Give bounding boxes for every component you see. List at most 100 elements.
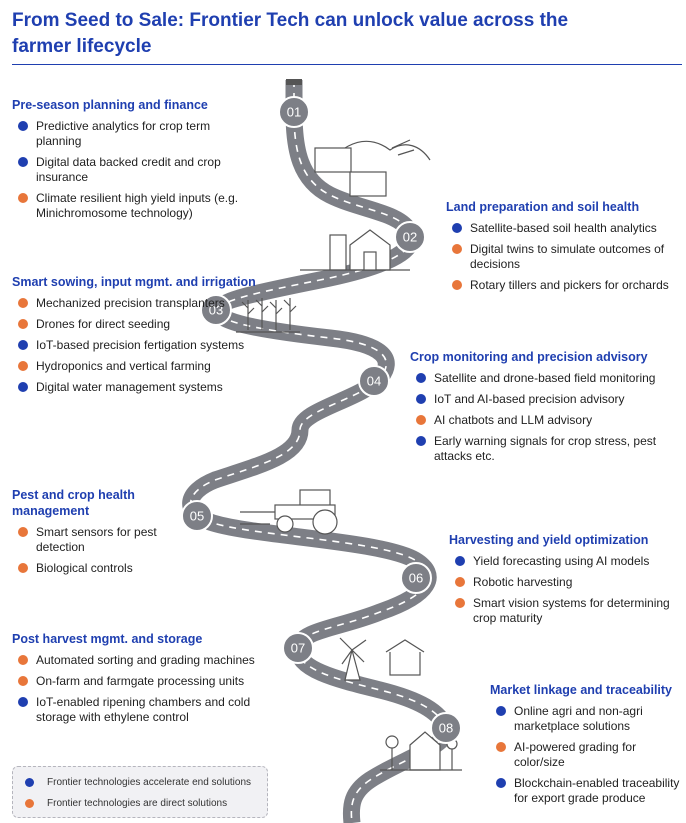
accelerate-solution-dot [18,340,28,350]
direct-solution-dot [455,598,465,608]
stage-item: Satellite and drone-based field monitori… [410,371,682,386]
stage-marker-number: 01 [287,105,301,120]
stage-item-list: Online agri and non-agri marketplace sol… [490,704,682,806]
stage-item: Smart sensors for pest detection [12,525,172,555]
stage-item-text: Robotic harvesting [473,575,573,589]
stage-item-text: Biological controls [36,561,133,575]
stage-item: Rotary tillers and pickers for orchards [446,278,682,293]
start-marker [286,79,302,85]
stage-item-text: Yield forecasting using AI models [473,554,650,568]
stage-item: Yield forecasting using AI models [449,554,682,569]
stage-item-text: Blockchain-enabled traceability for expo… [514,776,680,805]
legend-dot-accelerate [25,778,34,787]
direct-solution-dot [18,655,28,665]
stage-03: Smart sowing, input mgmt. and irrigation… [12,274,282,401]
seedlings-illustration [236,298,300,333]
stage-marker-circle [181,500,213,532]
stage-item-text: AI-powered grading for color/size [514,740,637,769]
stage-item-text: Predictive analytics for crop term plann… [36,119,211,148]
stage-item: Hydroponics and vertical farming [12,359,282,374]
direct-solution-dot [452,244,462,254]
stage-heading: Post harvest mgmt. and storage [12,632,203,646]
stage-item-text: Smart sensors for pest detection [36,525,157,554]
accelerate-solution-dot [18,697,28,707]
accelerate-solution-dot [18,382,28,392]
stage-item: Drones for direct seeding [12,317,282,332]
stage-item: Early warning signals for crop stress, p… [410,434,682,464]
stage-item-text: AI chatbots and LLM advisory [434,413,593,427]
stage-marker-08: 08 [430,712,462,744]
direct-solution-dot [416,415,426,425]
stage-item: IoT and AI-based precision advisory [410,392,682,407]
stage-item-list: Predictive analytics for crop term plann… [12,119,252,221]
stage-marker-number: 05 [190,509,204,524]
stage-item-text: Digital twins to simulate outcomes of de… [470,242,665,271]
stage-item: AI-powered grading for color/size [490,740,682,770]
direct-solution-dot [455,577,465,587]
stage-item-text: Online agri and non-agri marketplace sol… [514,704,643,733]
stage-marker-circle [282,632,314,664]
stage-item-list: Satellite and drone-based field monitori… [410,371,682,464]
legend-item-accelerate: Frontier technologies accelerate end sol… [25,777,251,788]
stage-marker-06: 06 [400,562,432,594]
direct-solution-dot [452,280,462,290]
stage-item-text: IoT-based precision fertigation systems [36,338,245,352]
stage-item: Automated sorting and grading machines [12,653,282,668]
stage-marker-circle [200,294,232,326]
stage-marker-04: 04 [358,365,390,397]
stage-heading: Crop monitoring and precision advisory [410,350,648,364]
stage-marker-number: 03 [209,303,223,318]
stage-item: Predictive analytics for crop term plann… [12,119,252,149]
stage-marker-03: 03 [200,294,232,326]
legend-item-direct: Frontier technologies are direct solutio… [25,798,227,809]
direct-solution-dot [18,319,28,329]
direct-solution-dot [18,563,28,573]
stage-item-text: Satellite and drone-based field monitori… [434,371,656,385]
stage-item-text: Mechanized precision transplanters [36,296,225,310]
windmill-illustration [339,637,425,681]
stage-marker-number: 04 [367,374,381,389]
stage-heading: Harvesting and yield optimization [449,533,649,547]
stage-item: Biological controls [12,561,172,576]
accelerate-solution-dot [496,706,506,716]
legend: Frontier technologies accelerate end sol… [12,766,268,818]
stage-marker-number: 02 [403,230,417,245]
stage-marker-01: 01 [278,96,310,128]
stage-item-text: On-farm and farmgate processing units [36,674,245,688]
stage-heading: Land preparation and soil health [446,200,640,214]
accelerate-solution-dot [416,436,426,446]
stage-item: Digital twins to simulate outcomes of de… [446,242,682,272]
stage-heading: Market linkage and traceability [490,683,673,697]
stage-marker-number: 07 [291,641,305,656]
stage-item-text: Digital data backed credit and crop insu… [36,155,221,184]
accelerate-solution-dot [496,778,506,788]
stage-heading: Smart sowing, input mgmt. and irrigation [12,275,256,289]
stage-heading: Pre-season planning and finance [12,98,208,112]
stage-marker-number: 06 [409,571,423,586]
stage-item-text: IoT and AI-based precision advisory [434,392,625,406]
farm-hills-illustration [314,139,431,197]
stage-item-text: Early warning signals for crop stress, p… [434,434,657,463]
stage-marker-05: 05 [181,500,213,532]
stage-item-text: Climate resilient high yield inputs (e.g… [36,191,239,220]
stage-item: IoT-enabled ripening chambers and cold s… [12,695,282,725]
accelerate-solution-dot [452,223,462,233]
stage-marker-07: 07 [282,632,314,664]
stage-item-text: Digital water management systems [36,380,223,394]
accelerate-solution-dot [18,121,28,131]
title-divider [12,64,682,65]
legend-label: Frontier technologies are direct solutio… [47,798,228,809]
direct-solution-dot [18,527,28,537]
stage-item-text: IoT-enabled ripening chambers and cold s… [36,695,251,724]
